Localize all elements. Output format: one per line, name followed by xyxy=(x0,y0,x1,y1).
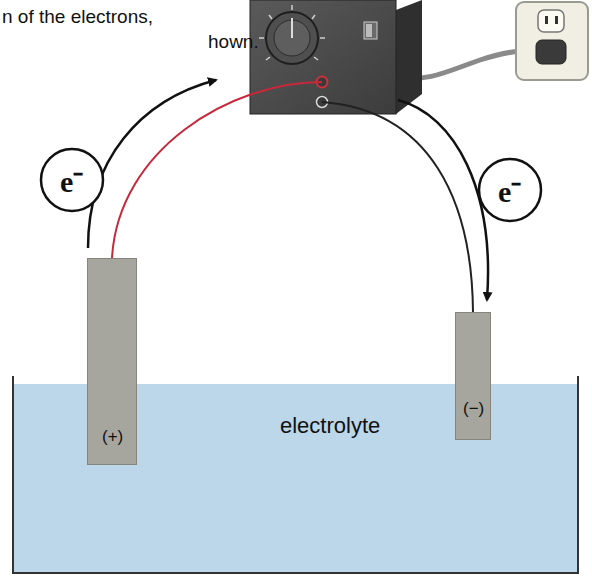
switch xyxy=(364,22,377,39)
socket-slot xyxy=(545,16,548,24)
node-text: electrolyte xyxy=(280,413,380,439)
instruction-text: n of the electrons, xyxy=(2,6,153,28)
power-supply xyxy=(250,0,396,114)
node-text: e⁻ xyxy=(498,170,521,211)
electron-flow-arrow xyxy=(88,80,216,248)
electron-circle: e⁻ xyxy=(39,147,105,213)
dial xyxy=(259,5,325,64)
instruction-text: hown. xyxy=(208,31,259,53)
red-wire xyxy=(112,82,322,258)
outlet-socket xyxy=(538,10,564,32)
socket-slot xyxy=(555,16,558,24)
node-text: (+) xyxy=(102,427,123,447)
electron-flow-arrow xyxy=(398,100,488,300)
cathode-electrode: (−) xyxy=(455,312,491,440)
anode-electrode: (+) xyxy=(87,258,137,465)
wall-outlet xyxy=(516,2,588,80)
power-supply-side xyxy=(396,0,422,114)
node-text: (−) xyxy=(463,399,484,419)
black-wire xyxy=(322,102,473,312)
electron-circle: e⁻ xyxy=(477,157,543,223)
plug xyxy=(536,40,566,64)
switch-lever xyxy=(366,24,372,37)
node-text: e⁻ xyxy=(60,160,83,201)
